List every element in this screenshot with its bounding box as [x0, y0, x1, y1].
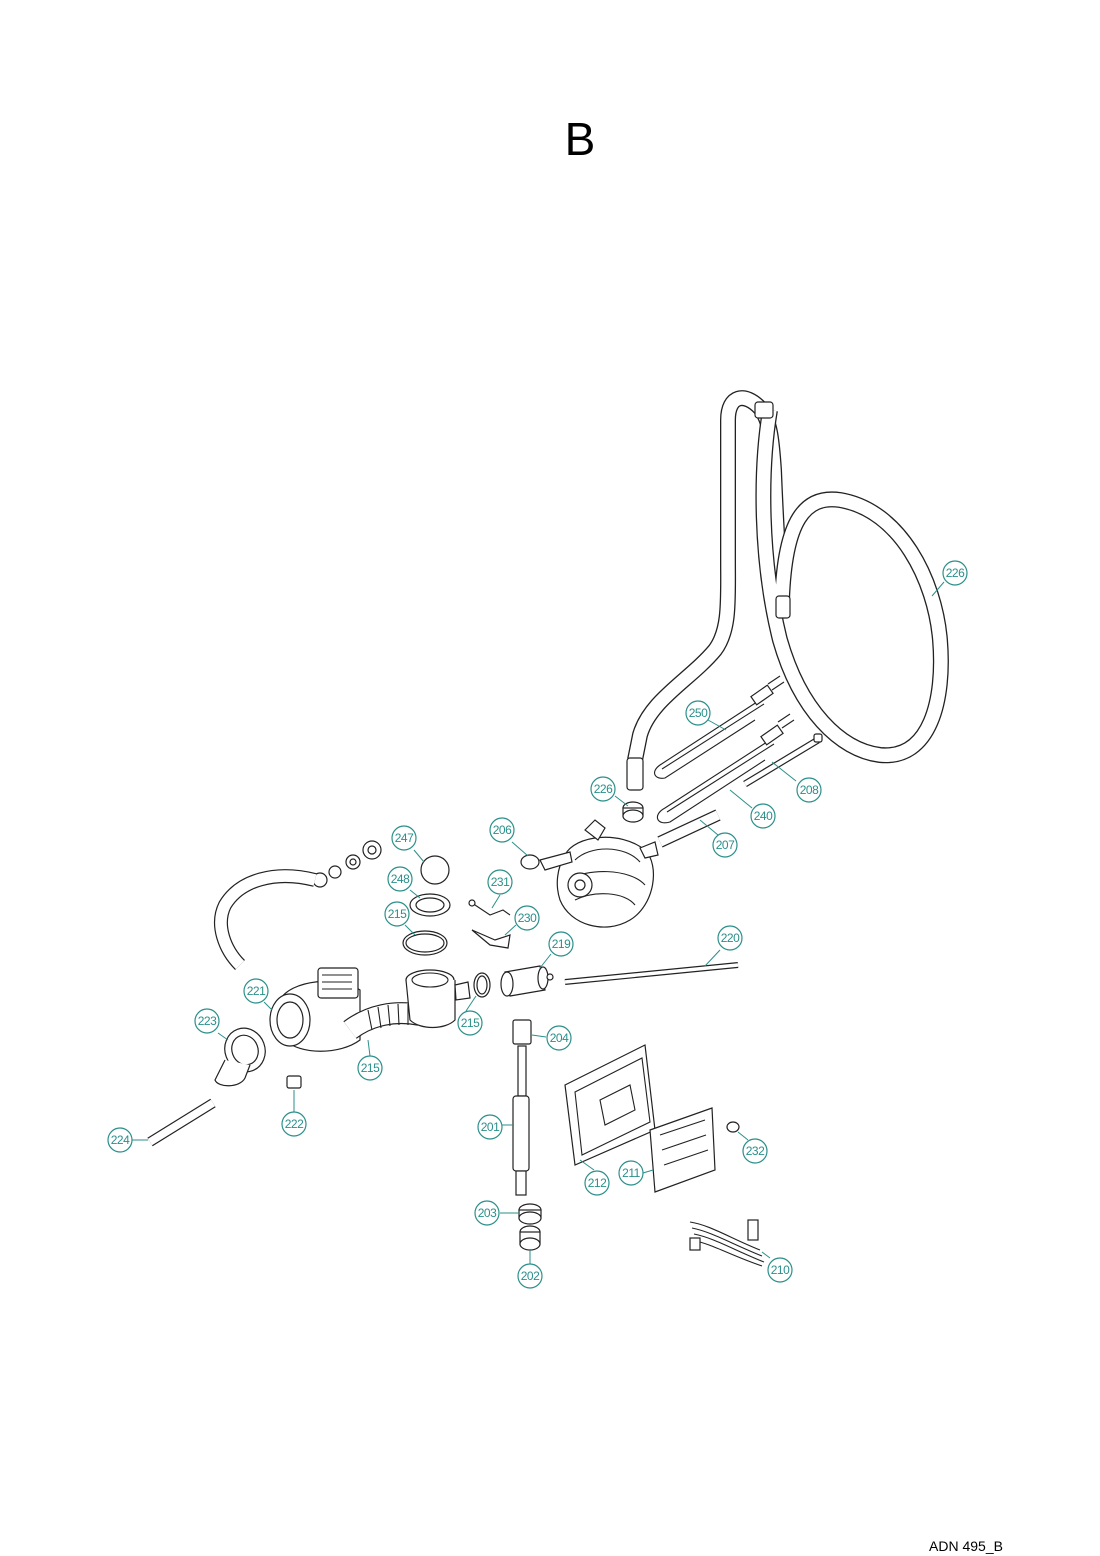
svg-text:206: 206: [493, 823, 512, 837]
cable-harness-210: [689, 1219, 765, 1267]
cylinder-219: [500, 965, 554, 997]
svg-text:231: 231: [491, 875, 510, 889]
callout: 219: [548, 931, 574, 957]
svg-text:201: 201: [481, 1120, 500, 1134]
callout: 203: [474, 1200, 500, 1226]
drain-pump-221: [269, 967, 361, 1052]
motor-206: [520, 819, 659, 928]
svg-text:226: 226: [594, 782, 613, 796]
bracket-230: [471, 929, 511, 949]
callout: 231: [487, 869, 513, 895]
svg-text:207: 207: [716, 838, 735, 852]
module-cover-212: [564, 1044, 656, 1166]
callout: 248: [387, 866, 413, 892]
callout: 202: [517, 1263, 543, 1289]
document-code: ADN 495_B: [929, 1538, 1003, 1554]
callout: 232: [742, 1138, 768, 1164]
callout: 226: [942, 560, 968, 586]
callout: 250: [685, 700, 711, 726]
callout: 230: [514, 905, 540, 931]
callout: 226: [590, 776, 616, 802]
callout: 207: [712, 832, 738, 858]
callouts: 226 250 226 208 240 206 207 247 248 231 …: [107, 560, 968, 1289]
control-board-211: [649, 1107, 716, 1193]
svg-text:208: 208: [800, 783, 819, 797]
svg-text:222: 222: [285, 1117, 304, 1131]
washer-248: [409, 893, 451, 917]
heater-element-250: [654, 675, 785, 779]
fittings-247: [312, 840, 450, 888]
inlet-hose: [214, 869, 317, 970]
svg-text:211: 211: [622, 1166, 640, 1180]
svg-text:250: 250: [689, 706, 708, 720]
callout: 204: [546, 1025, 572, 1051]
callout: 220: [717, 925, 743, 951]
rod-220: [564, 962, 739, 985]
nut-232: [726, 1121, 740, 1133]
callout: 212: [584, 1170, 610, 1196]
svg-text:248: 248: [391, 872, 410, 886]
filter-housing: [405, 969, 471, 1029]
sensor-231: [468, 899, 511, 916]
svg-text:232: 232: [746, 1144, 765, 1158]
svg-text:215: 215: [388, 907, 407, 921]
bushing-202: [519, 1225, 541, 1251]
drain-hose-part: [626, 390, 949, 791]
callout: 201: [477, 1114, 503, 1140]
callout: 247: [391, 825, 417, 851]
clamp-215: [402, 930, 448, 956]
heater-element-240: [656, 713, 795, 824]
callout: 222: [281, 1111, 307, 1137]
callout: 210: [767, 1257, 793, 1283]
callout: 223: [194, 1008, 220, 1034]
svg-text:223: 223: [198, 1014, 217, 1028]
callout: 215: [357, 1055, 383, 1081]
svg-text:240: 240: [754, 809, 773, 823]
shock-absorber-201: [512, 1019, 532, 1196]
svg-text:212: 212: [588, 1176, 607, 1190]
cap-226: [622, 801, 644, 823]
svg-text:226: 226: [946, 566, 965, 580]
callout: 211: [618, 1160, 644, 1186]
svg-text:210: 210: [771, 1263, 790, 1277]
page-title: B: [564, 113, 596, 165]
callout: 221: [243, 978, 269, 1004]
callout: 224: [107, 1127, 133, 1153]
rod-208: [743, 733, 823, 787]
callout: 208: [796, 777, 822, 803]
part-222: [286, 1075, 302, 1089]
funnel-223: [214, 1027, 266, 1087]
callout: 215: [457, 1010, 483, 1036]
svg-text:230: 230: [518, 911, 537, 925]
callout: 240: [750, 803, 776, 829]
bushing-203: [518, 1203, 542, 1225]
svg-text:202: 202: [521, 1269, 540, 1283]
svg-text:219: 219: [552, 937, 571, 951]
ring-215: [473, 972, 491, 998]
callout: 206: [489, 817, 515, 843]
svg-text:203: 203: [478, 1206, 497, 1220]
callout: 215: [384, 901, 410, 927]
svg-text:215: 215: [461, 1016, 480, 1030]
pipe-224: [147, 1098, 216, 1147]
svg-text:224: 224: [111, 1133, 130, 1147]
svg-text:204: 204: [550, 1031, 569, 1045]
leader-lines: [132, 581, 945, 1264]
hose-piece-207: [657, 809, 721, 848]
svg-text:215: 215: [361, 1061, 380, 1075]
svg-text:220: 220: [721, 931, 740, 945]
svg-text:221: 221: [247, 984, 266, 998]
svg-text:247: 247: [395, 831, 414, 845]
